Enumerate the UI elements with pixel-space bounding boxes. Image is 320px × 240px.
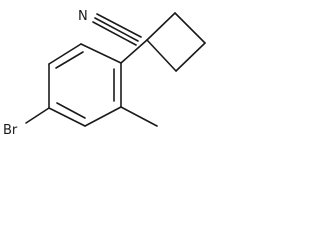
- benzene-bond-1: [80, 43, 122, 64]
- nitrile-triple-bond-2: [96, 13, 142, 38]
- nitrile-triple-bond-1: [94, 17, 139, 42]
- ring-to-quaternary-carbon-bond: [120, 39, 148, 64]
- benzene-inner-double-bond-2: [56, 102, 86, 119]
- cyclobutane-bond-top: [146, 12, 176, 41]
- chemical-structure-diagram: N Br: [3, 9, 206, 138]
- nitrogen-label: N: [78, 9, 88, 24]
- cyclobutane-bond-bottom: [146, 39, 177, 72]
- benzene-bond-4: [48, 107, 86, 127]
- benzene-bond-2: [48, 43, 82, 65]
- methyl-bond: [120, 106, 158, 127]
- bromine-label: Br: [3, 123, 18, 138]
- nitrile-triple-bond-3: [92, 21, 137, 46]
- bromine-bond: [25, 107, 50, 124]
- benzene-bond-5: [84, 106, 122, 127]
- cyclobutane-bond-right-top: [174, 12, 206, 44]
- cyclobutane-bond-right-bottom: [175, 42, 206, 72]
- benzene-inner-double-bond-1: [55, 51, 84, 69]
